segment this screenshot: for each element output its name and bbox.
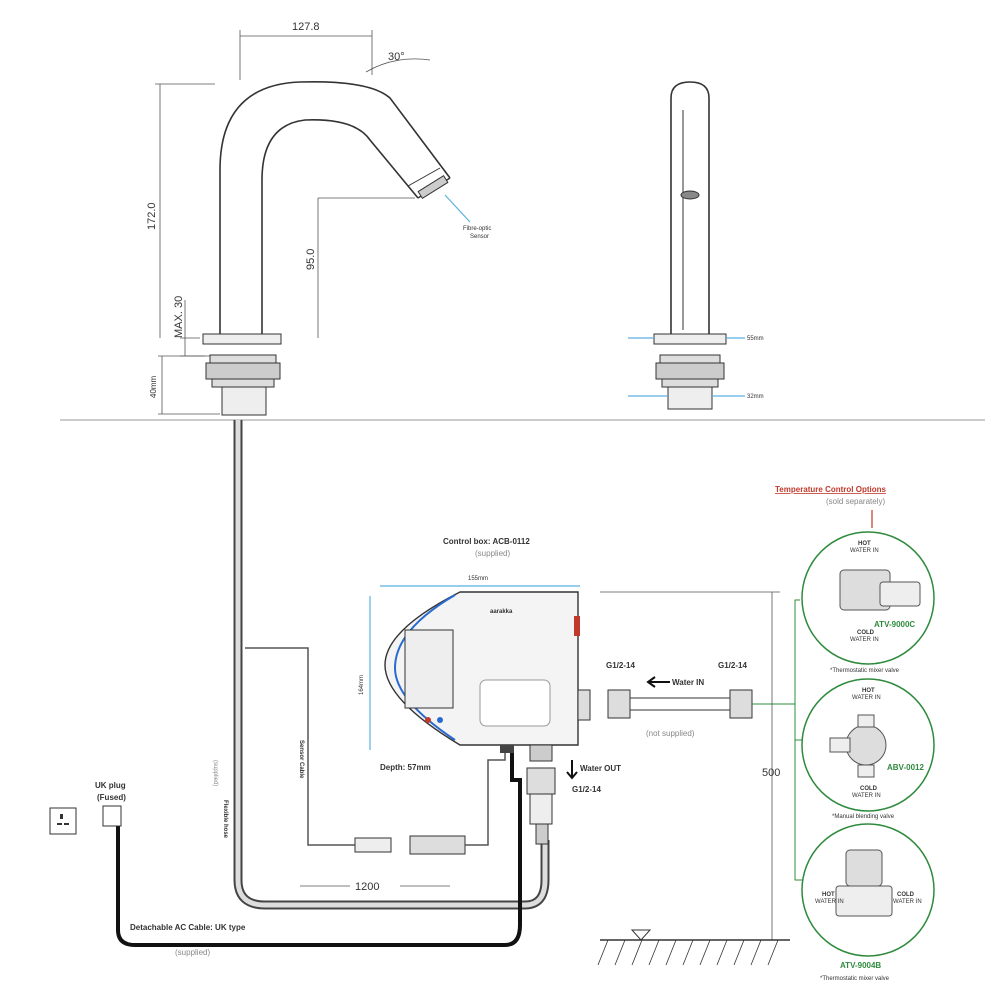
dim-angle: 30° — [388, 51, 405, 63]
side-sensor — [680, 190, 700, 200]
water-out-port — [529, 744, 553, 762]
dim-max: MAX. 30 — [173, 296, 185, 338]
sensor-label-2: Sensor — [470, 234, 489, 240]
svg-text:WATER IN: WATER IN — [852, 793, 881, 799]
svg-text:HOT: HOT — [858, 541, 871, 547]
control-box: Control box: ACB-0112 (supplied) 155mm 1… — [359, 537, 591, 772]
faucet-dimensions: 127.8 30° 172.0 95.0 MAX. 30 40mm Fibre-… — [146, 21, 491, 415]
flexible-hose-label: Flexible hose — [222, 800, 228, 839]
svg-text:COLD: COLD — [857, 630, 875, 636]
dim-base: 40mm — [149, 375, 158, 398]
temperature-options: Temperature Control Options (sold separa… — [775, 485, 935, 982]
water-in-hose — [607, 676, 753, 719]
svg-text:*Thermostatic mixer valve: *Thermostatic mixer valve — [830, 668, 900, 674]
svg-text:COLD: COLD — [860, 786, 878, 792]
side-dim-bottom: 32mm — [747, 394, 764, 400]
ac-cable-label: Detachable AC Cable: UK type — [130, 923, 246, 932]
control-box-subtitle: (supplied) — [475, 549, 510, 558]
temp-option-2: HOT WATER IN COLD WATER IN ABV-0012 *Man… — [801, 678, 935, 820]
water-out-fitting — [526, 760, 578, 845]
faucet-front-view — [202, 81, 451, 416]
control-box-height: 164mm — [359, 675, 365, 695]
dim-spout: 95.0 — [305, 249, 317, 270]
water-in-port — [577, 689, 591, 721]
faucet-flange — [202, 333, 282, 345]
dim-500: 500 — [762, 767, 780, 779]
svg-text:*Thermostatic mixer valve: *Thermostatic mixer valve — [820, 976, 890, 982]
water-out-label: Water OUT — [580, 764, 621, 773]
sensor-connector-male — [354, 837, 392, 853]
temp-option-1-code: ATV-9000C — [874, 620, 915, 629]
temp-option-2-code: ABV-0012 — [887, 763, 924, 772]
fitting-left: G1/2-14 — [606, 661, 635, 670]
svg-text:WATER IN: WATER IN — [850, 637, 879, 643]
control-box-depth: Depth: 57mm — [380, 763, 431, 772]
temperature-title: Temperature Control Options — [775, 485, 887, 494]
svg-text:HOT: HOT — [822, 892, 835, 898]
faucet-side-view: 55mm 32mm — [628, 81, 764, 410]
dim-height: 172.0 — [146, 202, 158, 230]
svg-text:HOT: HOT — [862, 688, 875, 694]
not-supplied-label: (not supplied) — [646, 729, 695, 738]
sensor-cable — [245, 647, 355, 846]
sensor-tip — [417, 174, 449, 200]
uk-plug-sub: (Fused) — [97, 793, 126, 802]
sensor-label-1: Fibre-optic — [463, 226, 491, 232]
temp-option-3: HOT WATER IN COLD WATER IN ATV-9004B *Th… — [801, 823, 935, 982]
control-box-brand: aarakka — [490, 609, 513, 615]
svg-text:*Manual blending valve: *Manual blending valve — [832, 814, 895, 820]
svg-text:COLD: COLD — [897, 892, 915, 898]
faucet-nut — [205, 362, 281, 380]
uk-plug-label: UK plug — [95, 781, 126, 790]
wall-socket — [49, 807, 77, 835]
fitting-right: G1/2-14 — [718, 661, 747, 670]
temp-option-1: HOT WATER IN COLD WATER IN ATV-9000C *Th… — [801, 531, 935, 674]
dim-width: 127.8 — [292, 21, 320, 33]
dim-1200: 1200 — [355, 881, 379, 893]
fitting-out: G1/2-14 — [572, 785, 601, 794]
uk-plug — [102, 805, 122, 827]
svg-text:WATER IN: WATER IN — [815, 899, 844, 905]
control-box-title: Control box: ACB-0112 — [443, 537, 530, 546]
svg-text:WATER IN: WATER IN — [893, 899, 922, 905]
ac-cable — [116, 748, 522, 947]
ac-cable-sub: (supplied) — [175, 948, 210, 957]
flexible-hose-sub: (supplied) — [212, 760, 218, 786]
temp-option-3-code: ATV-9004B — [840, 961, 881, 970]
water-in-label: Water IN — [672, 678, 704, 687]
side-dim-top: 55mm — [747, 336, 764, 342]
flexible-hose — [233, 420, 550, 910]
svg-text:WATER IN: WATER IN — [852, 695, 881, 701]
temperature-subtitle: (sold separately) — [826, 497, 885, 506]
sensor-connector-female — [409, 835, 466, 855]
control-box-width: 155mm — [468, 576, 488, 582]
svg-text:WATER IN: WATER IN — [850, 548, 879, 554]
sensor-cable-label: Sensor Cable — [298, 740, 304, 779]
